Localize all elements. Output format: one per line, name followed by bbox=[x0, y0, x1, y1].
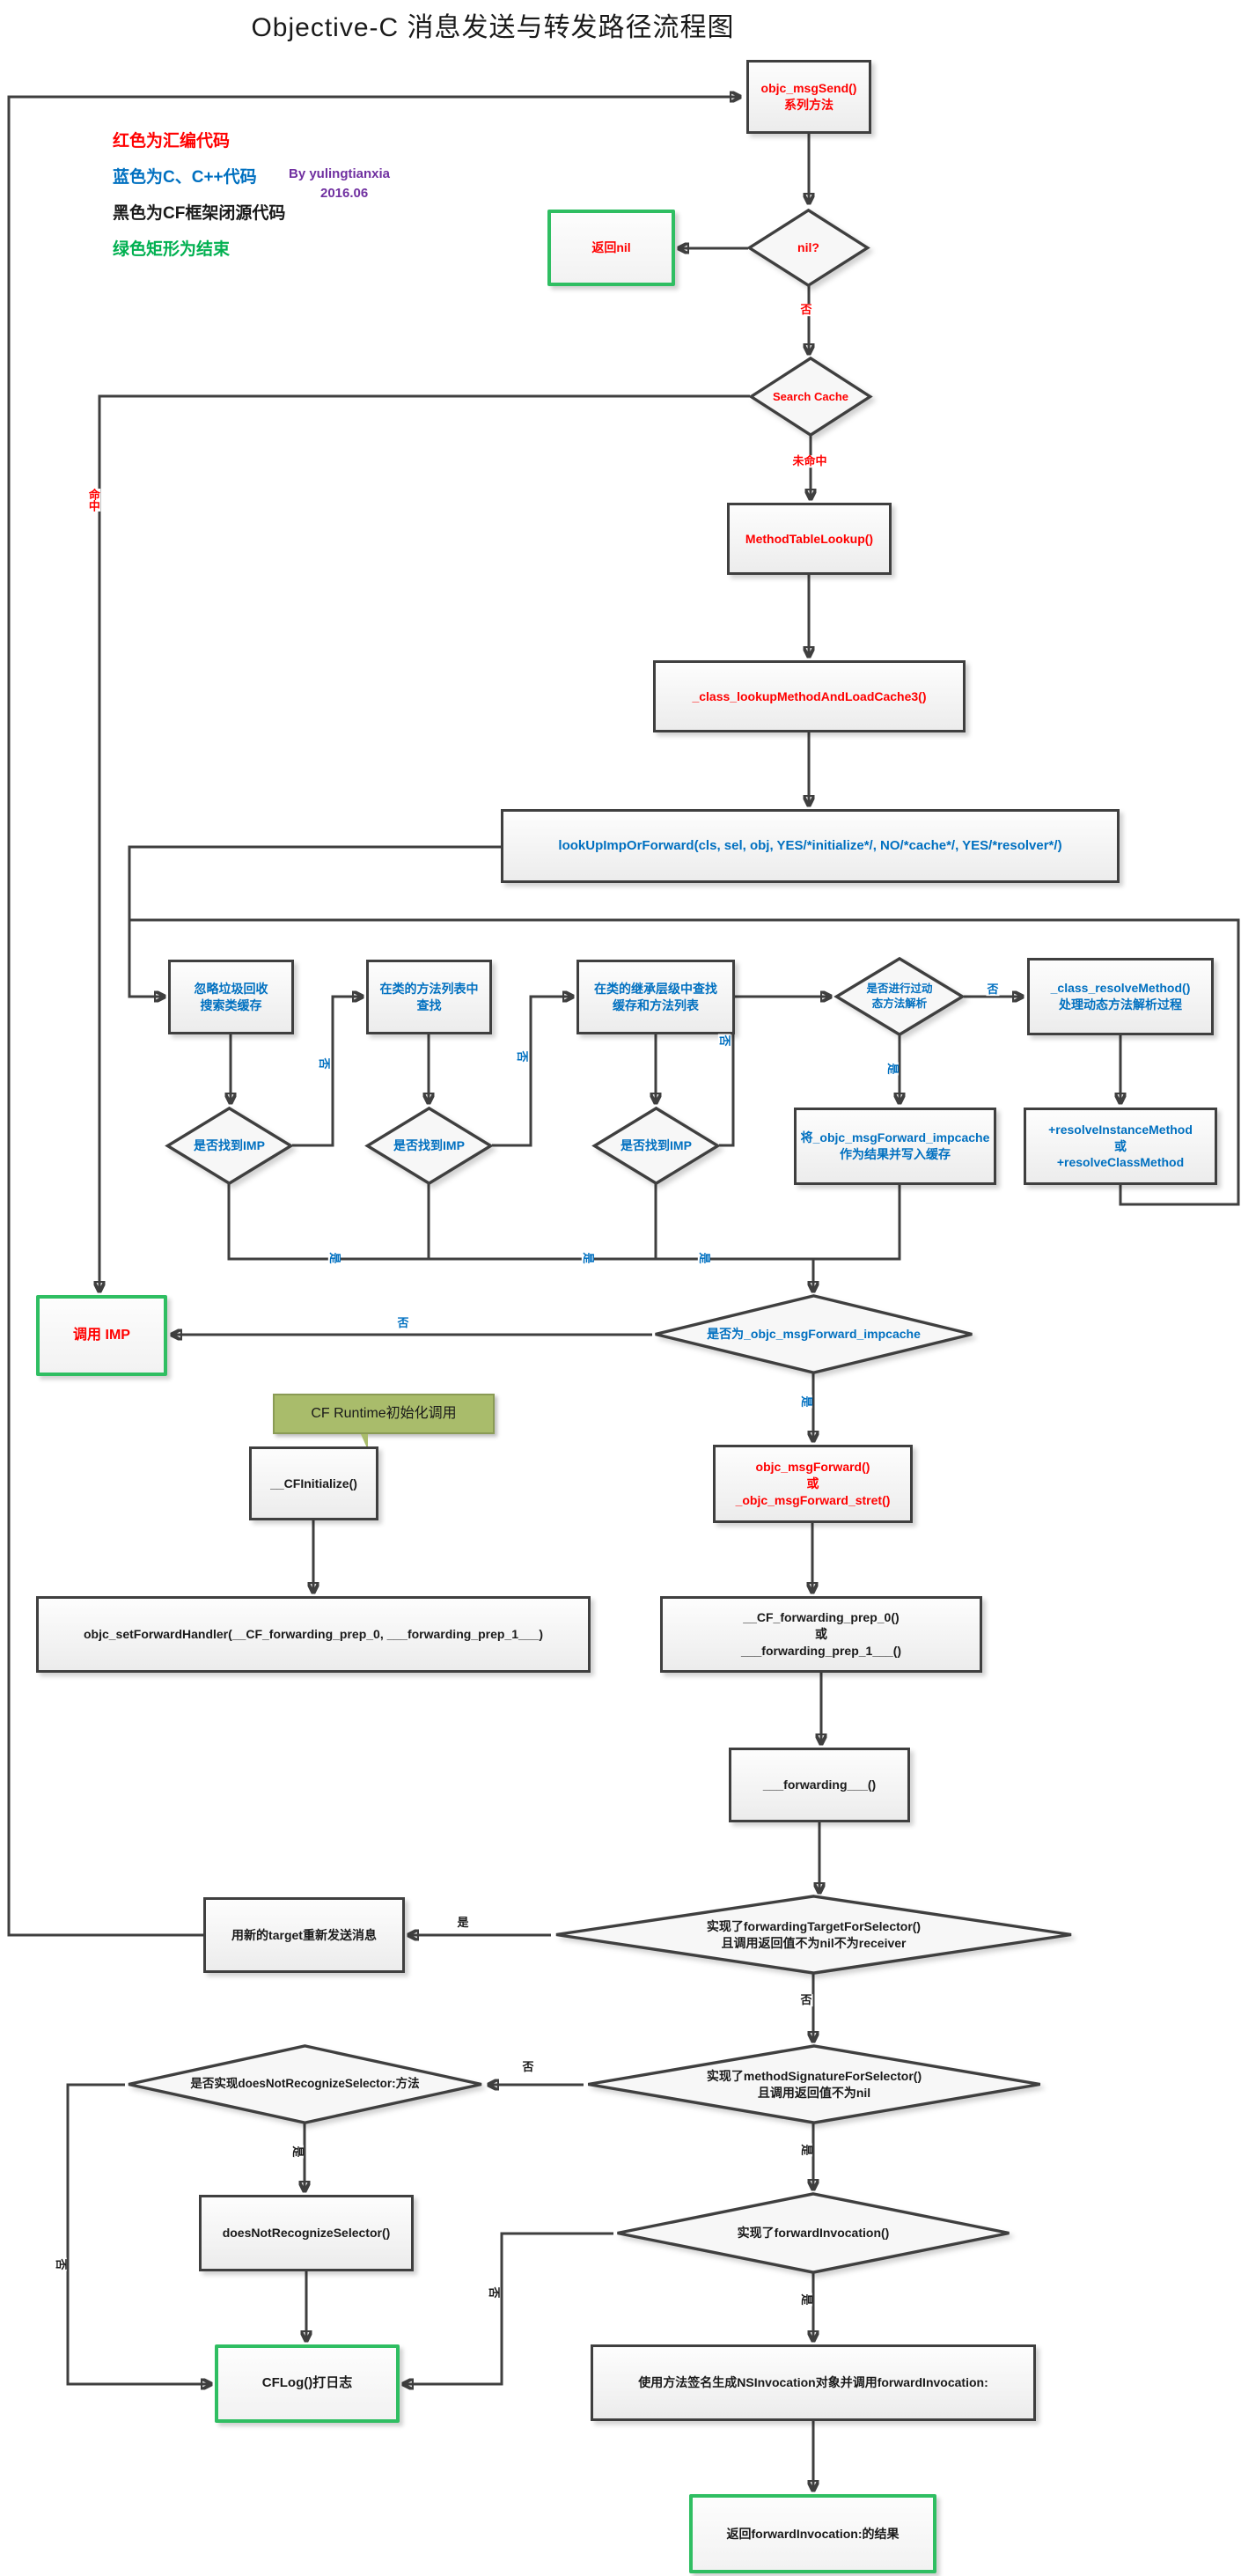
node-cf-runtime-callout: CF Runtime初始化调用 bbox=[273, 1394, 495, 1434]
decision-forward-invocation: 实现了forwardInvocation() bbox=[613, 2193, 1013, 2273]
decision-is-msgforward-impcache: 是否为_objc_msgForward_impcache bbox=[652, 1295, 975, 1373]
edge-imp3-no-to-resolvedq bbox=[719, 997, 830, 1147]
edge-label-fwdtarget-yes: 是 bbox=[456, 1916, 470, 1930]
edge-resolve-loopback bbox=[128, 918, 1240, 1206]
edge-label-ismsgforward-yes: 是 bbox=[799, 1395, 813, 1409]
node-ns-invocation: 使用方法签名生成NSInvocation对象并调用forwardInvocati… bbox=[591, 2344, 1036, 2421]
edge-label-imp2-yes: 是 bbox=[581, 1251, 595, 1265]
edge-label-imp3-no: 否 bbox=[717, 1034, 731, 1048]
node-method-table-lookup: MethodTableLookup() bbox=[727, 503, 892, 575]
node-return-nil: 返回nil bbox=[547, 210, 675, 286]
node-search-method-list: 在类的方法列表中 查找 bbox=[366, 960, 492, 1034]
decision-method-signature: 实现了methodSignatureForSelector() 且调用返回值不为… bbox=[584, 2045, 1045, 2123]
node-set-forward-handler: objc_setForwardHandler(__CF_forwarding_p… bbox=[36, 1596, 591, 1673]
node-lookup-imp-or-forward: lookUpImpOrForward(cls, sel, obj, YES/*i… bbox=[501, 809, 1120, 883]
page-title: Objective-C 消息发送与转发路径流程图 bbox=[251, 13, 735, 42]
decision-imp-found-1: 是否找到IMP bbox=[166, 1108, 292, 1184]
edge-resend-loop-to-msgsend bbox=[7, 97, 739, 1937]
edge-label-resolved-yes: 是 bbox=[885, 1062, 900, 1076]
edge-dnrq-no-to-cflog bbox=[66, 2083, 210, 2384]
date-credit: 2016.06 bbox=[320, 186, 369, 201]
decision-does-not-recognize: 是否实现doesNotRecognizeSelector:方法 bbox=[125, 2045, 485, 2123]
edge-label-fwdtarget-no: 否 bbox=[799, 1993, 813, 2007]
edge-label-nil-no: 否 bbox=[799, 303, 813, 317]
edge-label-imp1-yes: 是 bbox=[327, 1251, 341, 1265]
node-cf-initialize: __CFInitialize() bbox=[249, 1446, 378, 1520]
edge-searchcache-hit-to-callimp bbox=[99, 394, 750, 1291]
edge-label-imp3-yes: 是 bbox=[697, 1251, 711, 1265]
node-forwarding-fn: ___forwarding___() bbox=[729, 1748, 910, 1822]
decision-forwarding-target: 实现了forwardingTargetForSelector() 且调用返回值不… bbox=[551, 1895, 1076, 1974]
node-cflog: CFLog()打日志 bbox=[215, 2344, 400, 2423]
node-search-hierarchy: 在类的继承层级中查找 缓存和方法列表 bbox=[576, 960, 735, 1034]
node-lookup-cache3: _class_lookupMethodAndLoadCache3() bbox=[653, 660, 966, 732]
callout-tail bbox=[352, 1434, 368, 1450]
edge-label-imp2-no: 否 bbox=[515, 1049, 529, 1064]
node-search-gc-cache: 忽略垃圾回收 搜索类缓存 bbox=[168, 960, 294, 1034]
node-does-not-recognize: doesNotRecognizeSelector() bbox=[199, 2195, 414, 2271]
edge-label-fwdinv-yes: 是 bbox=[799, 2293, 813, 2307]
node-write-msgforward-cache: 将_objc_msgForward_impcache 作为结果并写入缓存 bbox=[794, 1108, 996, 1185]
edge-label-methodsig-no: 否 bbox=[521, 2060, 535, 2074]
edge-label-dnr-yes: 是 bbox=[290, 2145, 305, 2159]
decision-imp-found-3: 是否找到IMP bbox=[593, 1108, 719, 1184]
legend-red: 红色为汇编代码 bbox=[113, 132, 231, 151]
edge-label-imp1-no: 否 bbox=[317, 1056, 331, 1071]
edge-imp2-no-to-hierarchy bbox=[492, 997, 572, 1147]
edge-imp-yes-merge bbox=[227, 1184, 901, 1261]
edge-label-dnr-no: 否 bbox=[54, 2257, 68, 2271]
node-class-resolve-method: _class_resolveMethod() 处理动态方法解析过程 bbox=[1027, 958, 1214, 1035]
edge-label-hit: 命中 bbox=[86, 489, 100, 512]
decision-imp-found-2: 是否找到IMP bbox=[366, 1108, 492, 1184]
edge-fwdinv-no-to-cflog bbox=[404, 2232, 613, 2384]
node-resend-with-new-target: 用新的target重新发送消息 bbox=[203, 1897, 405, 1973]
edge-label-resolved-no: 否 bbox=[986, 983, 1000, 997]
author-credit: By yulingtianxia bbox=[289, 166, 391, 181]
node-objc-msgforward: objc_msgForward() 或 _objc_msgForward_str… bbox=[713, 1445, 913, 1523]
decision-search-cache: Search Cache bbox=[750, 357, 871, 436]
node-resolve-methods: +resolveInstanceMethod 或 +resolveClassMe… bbox=[1024, 1108, 1217, 1185]
edge-label-methodsig-yes: 是 bbox=[799, 2143, 813, 2157]
decision-resolved-before: 是否进行过动 态方法解析 bbox=[835, 958, 964, 1035]
node-return-forward-result: 返回forwardInvocation:的结果 bbox=[689, 2494, 936, 2573]
node-forwarding-prep: __CF_forwarding_prep_0() 或 ___forwarding… bbox=[660, 1596, 982, 1673]
decision-nil: nil? bbox=[748, 210, 869, 286]
edge-label-miss: 未命中 bbox=[791, 454, 828, 468]
node-objc-msgsend: objc_msgSend() 系列方法 bbox=[746, 60, 871, 134]
edge-label-fwdinv-no: 否 bbox=[487, 2285, 501, 2300]
legend-black: 黑色为CF框架闭源代码 bbox=[113, 204, 286, 223]
edge-imp1-no-to-methodlist bbox=[292, 997, 362, 1147]
legend-green: 绿色矩形为结束 bbox=[113, 240, 231, 259]
edge-label-ismsgforward-no: 否 bbox=[396, 1316, 410, 1330]
legend-blue: 蓝色为C、C++代码 bbox=[113, 168, 257, 187]
node-call-imp: 调用 IMP bbox=[36, 1295, 167, 1376]
